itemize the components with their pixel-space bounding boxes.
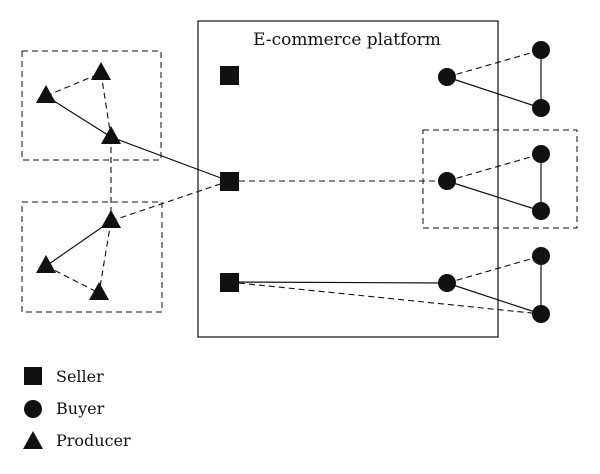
edge-solid <box>446 180 542 212</box>
buyer-circle-icon <box>532 247 550 265</box>
legend-buyer-circle-icon <box>24 400 42 418</box>
solid-edges <box>45 50 542 315</box>
producer-triangle-icon <box>36 255 56 273</box>
producer-triangle-icon <box>91 62 111 80</box>
dashed-edges <box>45 49 542 315</box>
platform-title: E-commerce platform <box>253 30 441 50</box>
platform-box <box>197 20 499 338</box>
buyer-nodes <box>438 41 550 323</box>
producer-triangle-icon <box>89 282 109 300</box>
producer-triangle-icon <box>36 85 56 103</box>
producer-nodes <box>36 62 121 300</box>
buyer-circle-icon <box>532 145 550 163</box>
seller-square-icon <box>220 273 239 292</box>
edge-dashed <box>98 220 112 294</box>
edge-dashed <box>45 72 102 97</box>
producer-group-box-bottom <box>21 201 163 313</box>
legend-producer-triangle-icon <box>23 431 43 449</box>
edge-dashed <box>228 281 542 315</box>
edge-solid <box>228 281 448 284</box>
edge-dashed <box>110 180 230 222</box>
buyer-group-box-middle <box>422 129 578 229</box>
legend-seller-square-icon <box>24 367 42 385</box>
seller-square-icon <box>220 66 239 85</box>
edge-dashed <box>446 153 542 182</box>
legend-producer-label: Producer <box>56 431 131 450</box>
buyer-circle-icon <box>438 274 456 292</box>
buyer-circle-icon <box>532 41 550 59</box>
seller-square-icon <box>220 172 239 191</box>
edge-solid <box>446 282 542 315</box>
buyer-circle-icon <box>532 99 550 117</box>
legend-seller-label: Seller <box>56 367 104 386</box>
edge-dashed <box>446 49 542 78</box>
buyer-circle-icon <box>438 172 456 190</box>
legend-buyer-label: Buyer <box>56 399 105 418</box>
edge-dashed <box>446 255 542 284</box>
edge-solid <box>110 136 230 182</box>
buyer-circle-icon <box>532 305 550 323</box>
edge-solid <box>45 95 112 138</box>
producer-triangle-icon <box>101 210 121 228</box>
buyer-circle-icon <box>532 202 550 220</box>
edge-solid <box>446 76 542 109</box>
edge-dashed <box>100 72 112 138</box>
buyer-circle-icon <box>438 68 456 86</box>
producer-group-box-top <box>21 50 162 161</box>
legend: Seller Buyer Producer <box>23 367 131 450</box>
seller-nodes <box>220 66 239 292</box>
producer-triangle-icon <box>101 126 121 144</box>
edge-solid <box>45 220 112 267</box>
